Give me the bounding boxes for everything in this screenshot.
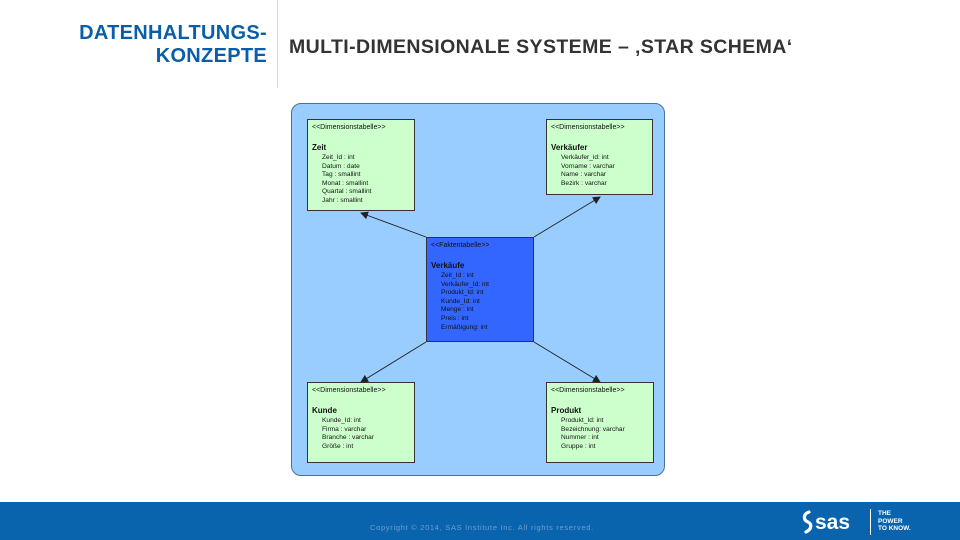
logo-divider [870, 509, 871, 535]
section-title-line1: DATENHALTUNGS- [79, 22, 267, 44]
table-produkt-attr: Nummer : int [561, 434, 599, 442]
table-verkaeufer-attr: Vorname : varchar [561, 162, 615, 170]
table-zeit-attributes: Zeit_Id : int Datum : date Tag : smallin… [312, 154, 410, 206]
table-produkt-attr: Produkt_Id: int [561, 417, 604, 424]
table-verkaeufe: <<Faktentabelle>> Verkäufe Zeit_Id : int… [426, 237, 534, 342]
sas-logo-icon: sas [802, 510, 850, 534]
table-verkaeufer-name: Verkäufer [551, 143, 588, 152]
table-kunde-attr: Firma : varchar [322, 425, 367, 433]
table-zeit-attr: Datum : date [322, 162, 360, 170]
table-zeit-attr: Monat : smallint [322, 179, 369, 187]
table-verkaeufer-attr: Bezirk : varchar [561, 179, 607, 187]
table-verkaeufe-attributes: Zeit_Id : int Verkäufer_Id: int Produkt_… [431, 272, 529, 332]
table-zeit-attr: Jahr : smallint [322, 196, 363, 204]
sas-logo-text: sas [815, 511, 850, 534]
table-verkaeufer-stereotype: <<Dimensionstabelle>> [551, 124, 625, 131]
tagline-line3: TO KNOW. [878, 525, 911, 532]
table-kunde-attributes: Kunde_Id: int Firma : varchar Branche : … [312, 417, 410, 451]
section-title-line2: KONZEPTE [155, 45, 267, 67]
table-verkaeufer-attr: Verkäufer_id: int [561, 154, 609, 161]
table-verkaeufe-stereotype: <<Faktentabelle>> [431, 242, 490, 249]
table-zeit-name: Zeit [312, 143, 327, 152]
table-kunde: <<Dimensionstabelle>> Kunde Kunde_Id: in… [307, 382, 415, 463]
table-verkaeufe-attr: Menge : int [441, 306, 474, 314]
table-zeit-attr: Tag : smallint [322, 171, 361, 179]
table-kunde-name: Kunde [312, 406, 337, 415]
table-verkaeufer-attr: Name : varchar [561, 171, 607, 179]
title-divider [277, 0, 278, 88]
tagline-line2: POWER [878, 517, 903, 525]
table-verkaeufe-name: Verkäufe [431, 261, 465, 270]
table-verkaeufe-attr: Zeit_Id : int [441, 272, 474, 279]
table-verkaeufe-attr: Ermäßigung: int [441, 323, 488, 331]
table-zeit-attr: Zeit_Id : int [322, 154, 355, 161]
arrow-to-verkaeufer [533, 196, 601, 238]
table-verkaeufe-attr: Preis : int [441, 314, 469, 322]
table-verkaeufer-attributes: Verkäufer_id: int Vorname : varchar Name… [551, 154, 648, 188]
copyright-text: Copyright © 2014, SAS Institute Inc. All… [370, 523, 594, 532]
table-produkt-stereotype: <<Dimensionstabelle>> [551, 387, 625, 394]
table-zeit: <<Dimensionstabelle>> Zeit Zeit_Id : int… [307, 119, 415, 211]
arrow-to-zeit [360, 211, 427, 238]
table-zeit-stereotype: <<Dimensionstabelle>> [312, 124, 386, 131]
table-verkaeufe-attr: Kunde_Id: int [441, 297, 480, 305]
arrow-to-kunde [360, 341, 427, 383]
table-verkaeufe-attr: Produkt_Id: int [441, 289, 484, 297]
diagram-arrows [360, 196, 601, 383]
slide-title: MULTI-DIMENSIONALE SYSTEME – ‚STAR SCHEM… [289, 36, 793, 58]
table-kunde-attr: Kunde_Id: int [322, 417, 361, 424]
table-produkt-attr: Gruppe : int [561, 442, 596, 450]
star-schema-diagram: <<Dimensionstabelle>> Zeit Zeit_Id : int… [291, 103, 665, 476]
table-verkaeufe-attr: Verkäufer_Id: int [441, 280, 490, 288]
table-produkt: <<Dimensionstabelle>> Produkt Produkt_Id… [546, 382, 654, 463]
table-produkt-name: Produkt [551, 406, 582, 415]
section-title: DATENHALTUNGS- KONZEPTE [30, 22, 267, 68]
tagline-line1: THE [878, 510, 891, 517]
footer-bar: Copyright © 2014, SAS Institute Inc. All… [0, 502, 960, 540]
table-zeit-attr: Quartal : smallint [322, 188, 372, 196]
arrow-to-produkt [533, 341, 601, 383]
table-kunde-attr: Größe : int [322, 442, 354, 450]
table-produkt-attributes: Produkt_Id: int Bezeichnung: varchar Num… [551, 417, 649, 451]
table-produkt-attr: Bezeichnung: varchar [561, 425, 625, 433]
sas-tagline: THE POWER TO KNOW. [878, 510, 911, 533]
table-kunde-attr: Branche : varchar [322, 434, 375, 442]
table-kunde-stereotype: <<Dimensionstabelle>> [312, 387, 386, 394]
table-verkaeufer: <<Dimensionstabelle>> Verkäufer Verkäufe… [546, 119, 653, 195]
